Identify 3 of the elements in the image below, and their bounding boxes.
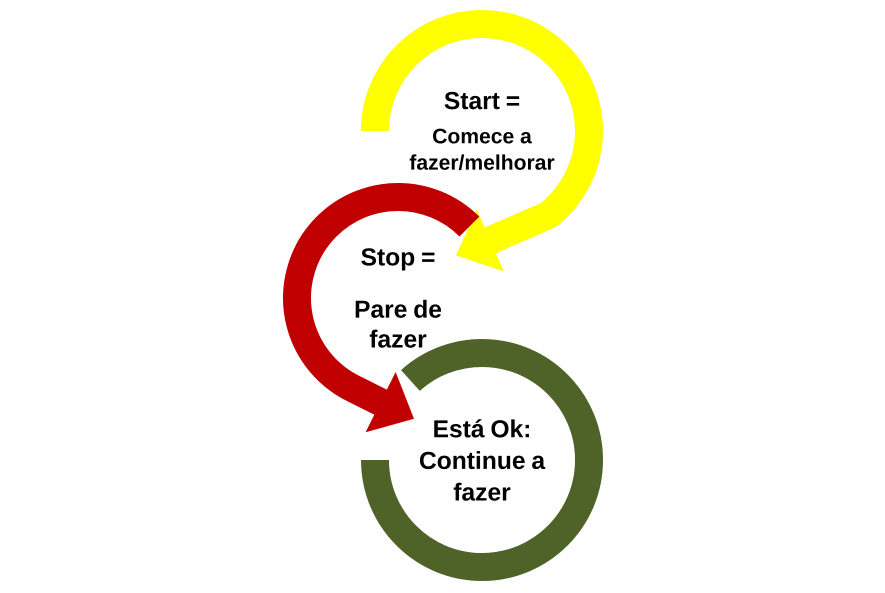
text-label: Está Ok: Continue a fazer [420, 419, 546, 501]
text-label: Start = Comece a fazer/melhorar [410, 92, 554, 170]
text-label: Stop = Pare de fazer [356, 248, 442, 348]
